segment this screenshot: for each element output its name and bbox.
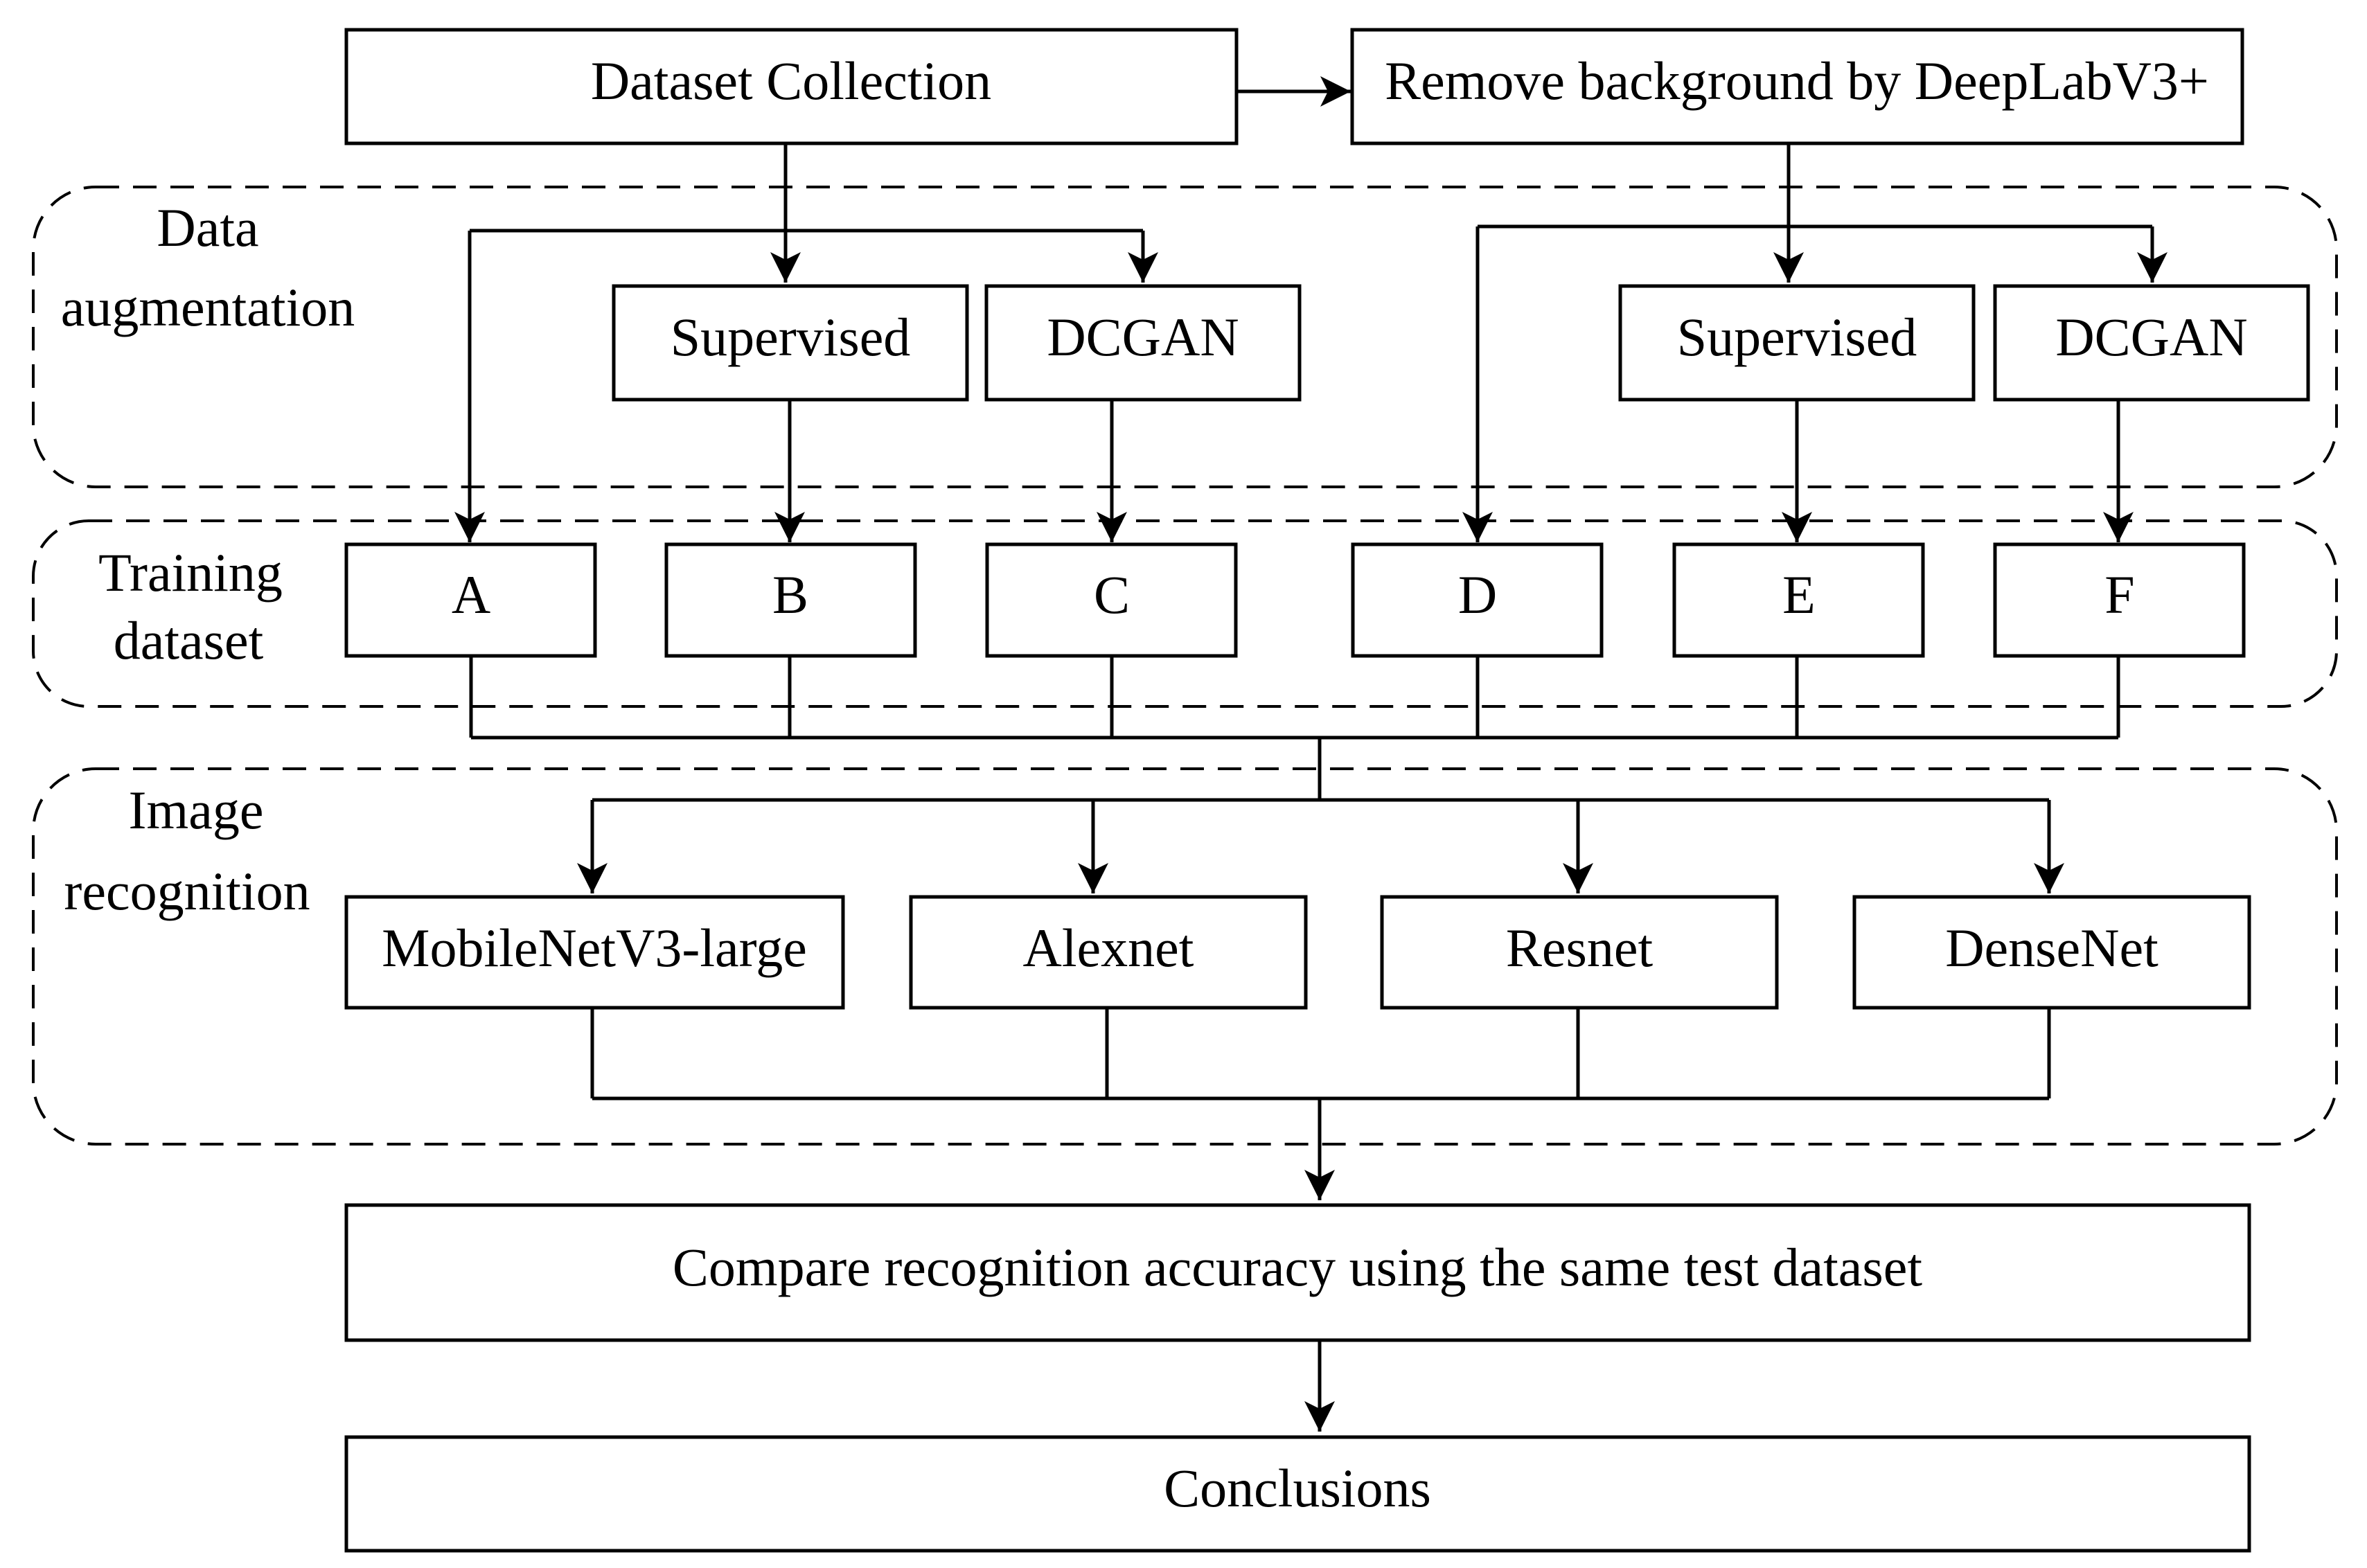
dcgan-right-box: DCGAN <box>1993 284 2310 402</box>
training-set-D-label: D <box>1458 564 1497 625</box>
dcgan-left-box: DCGAN <box>984 284 1302 402</box>
training-set-B: B <box>664 542 917 658</box>
conclusions-text: Conclusions <box>1164 1458 1431 1518</box>
supervised-right-box: Supervised <box>1618 284 1976 402</box>
image-recognition-label-line1: Image <box>129 780 264 840</box>
supervised-left-text: Supervised <box>671 307 911 367</box>
remove-background-text: Remove background by DeepLabV3+ <box>1385 51 2209 111</box>
training-set-F: F <box>1993 542 2246 658</box>
supervised-left-box: Supervised <box>612 284 969 402</box>
compare-text: Compare recognition accuracy using the s… <box>673 1237 1922 1297</box>
model-resnet-box: Resnet <box>1380 895 1779 1010</box>
remove-background-box: Remove background by DeepLabV3+ <box>1350 28 2244 145</box>
training-set-C: C <box>985 542 1238 658</box>
data-augmentation-label-line2: augmentation <box>61 277 355 337</box>
training-set-A: A <box>344 542 597 658</box>
dataset-collection-text: Dataset Collection <box>591 51 991 111</box>
training-dataset-region <box>32 519 2338 708</box>
dcgan-left-text: DCGAN <box>1047 307 1239 367</box>
model-mobilenet-box: MobileNetV3-large <box>344 895 845 1010</box>
model-mobilenet-label: MobileNetV3-large <box>382 918 807 978</box>
training-set-F-label: F <box>2104 564 2134 625</box>
model-densenet-label: DenseNet <box>1945 918 2158 978</box>
training-dataset-label-line2: dataset <box>114 610 264 670</box>
image-recognition-label-line2: recognition <box>64 861 310 921</box>
model-alexnet-box: Alexnet <box>909 895 1308 1010</box>
model-alexnet-label: Alexnet <box>1023 918 1194 978</box>
model-resnet-label: Resnet <box>1506 918 1654 978</box>
model-densenet-box: DenseNet <box>1852 895 2251 1010</box>
training-set-C-label: C <box>1094 564 1130 625</box>
dataset-collection-box: Dataset Collection <box>344 28 1239 145</box>
data-augmentation-region <box>32 186 2338 488</box>
image-recognition-region <box>32 767 2338 1146</box>
compare-box: Compare recognition accuracy using the s… <box>344 1203 2251 1342</box>
supervised-right-text: Supervised <box>1677 307 1917 367</box>
training-set-B-label: B <box>772 564 808 625</box>
training-dataset-label-line1: Training <box>98 542 283 603</box>
training-set-E: E <box>1672 542 1925 658</box>
training-set-A-label: A <box>452 564 490 625</box>
connectors <box>454 76 2167 1432</box>
dcgan-right-text: DCGAN <box>2055 307 2247 367</box>
training-set-E-label: E <box>1782 564 1816 625</box>
conclusions-box: Conclusions <box>344 1435 2251 1553</box>
training-set-D: D <box>1351 542 1604 658</box>
data-augmentation-label-line1: Data <box>157 197 258 258</box>
